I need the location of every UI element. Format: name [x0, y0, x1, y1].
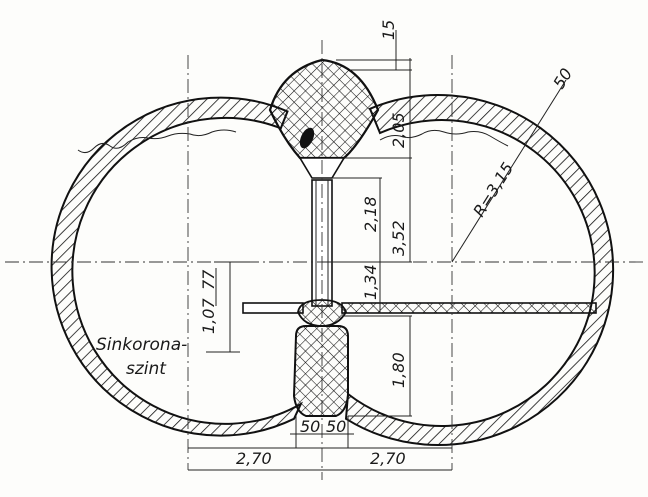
- dim-plate-offset: 77: [199, 269, 218, 290]
- plate-left: [242, 302, 304, 314]
- level-label: Sinkorona- szint: [96, 335, 187, 379]
- dim-crown-height: 2,05: [389, 112, 408, 148]
- dimension-lines: [188, 30, 567, 471]
- top-crown: [268, 58, 380, 179]
- crown-black-mark: [299, 127, 315, 149]
- level-label-line2: szint: [126, 359, 167, 379]
- dim-center-to-plate: 1,34: [361, 264, 380, 300]
- right-tube: [344, 94, 615, 447]
- dim-level-offset: 1,07: [199, 298, 218, 334]
- dim-span-right: 2,70: [370, 449, 406, 468]
- horizontal-plate: [242, 299, 597, 327]
- dim-lower-height: 1,80: [389, 352, 408, 388]
- level-label-line1: Sinkorona-: [96, 335, 187, 355]
- dim-lower-half-right: 50: [326, 417, 346, 436]
- dim-radius: R=3,15: [469, 159, 517, 220]
- lower-block: [292, 325, 349, 417]
- dimension-texts: 15 50 R=3,15 2,05 2,18 3,52 1,34 77 1,07…: [199, 20, 576, 468]
- left-tube: [50, 96, 303, 437]
- dim-top-gap: 15: [379, 20, 398, 40]
- top-crown-body: [268, 58, 380, 160]
- lower-block-body: [292, 325, 349, 417]
- right-tube-scallops: [379, 129, 509, 147]
- left-tube-wall: [50, 96, 303, 437]
- right-tube-wall: [344, 94, 615, 447]
- dim-web-height: 2,18: [361, 196, 380, 232]
- dim-span-left: 2,70: [236, 449, 272, 468]
- left-tube-scallops: [77, 129, 237, 154]
- dim-crown-to-center: 3,52: [389, 220, 408, 256]
- dim-lower-half-left: 50: [300, 417, 320, 436]
- dim-tube-wall: 50: [549, 65, 576, 92]
